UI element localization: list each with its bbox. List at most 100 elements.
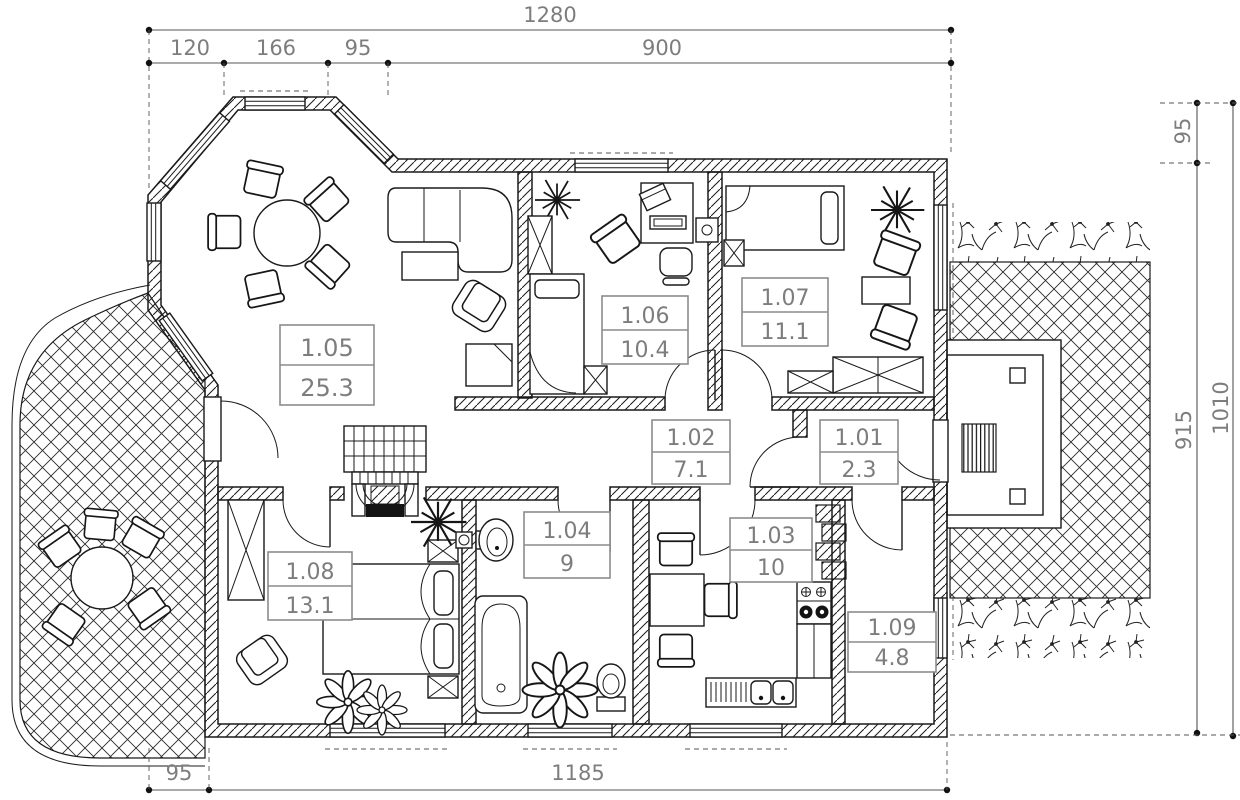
bathtub — [474, 595, 528, 714]
left-terrace — [11, 284, 206, 767]
kitchen-chair — [703, 580, 738, 620]
room-108 — [227, 496, 473, 736]
wardrobe — [832, 356, 924, 394]
office-chair — [659, 247, 693, 286]
nightstand — [723, 239, 745, 267]
room-id: 1.09 — [868, 616, 917, 641]
room-label-1-03: 1.03 10 — [729, 517, 813, 583]
terrace-chair — [81, 507, 120, 542]
nightstand — [427, 675, 459, 699]
dim-text: 95 — [1171, 118, 1195, 145]
kitchen-sink — [705, 677, 797, 708]
plant — [356, 684, 408, 736]
window-room107-right — [933, 203, 954, 312]
room-kitchen — [649, 504, 847, 708]
wardrobe — [527, 215, 553, 275]
window-bay-nw — [159, 111, 231, 191]
windows — [146, 90, 954, 750]
living-armchair — [448, 276, 510, 336]
desk — [638, 182, 694, 244]
room-id: 1.05 — [300, 334, 353, 362]
sink — [475, 518, 514, 562]
window-bay-left — [146, 202, 162, 262]
dim-text: 1185 — [551, 761, 604, 785]
dining-table — [253, 199, 321, 267]
bed-single — [529, 273, 585, 395]
room-id: 1.04 — [543, 519, 592, 544]
room-label-1-09: 1.09 4.8 — [847, 611, 937, 673]
room-label-1-08: 1.08 13.1 — [267, 551, 353, 621]
wardrobe — [227, 499, 265, 601]
chair — [869, 228, 923, 278]
entrance-doormat — [961, 423, 997, 473]
dim-top-segments: 120 166 95 900 — [145, 36, 955, 95]
room-id: 1.02 — [667, 426, 716, 451]
dining-chair — [240, 158, 285, 200]
coffee-table — [401, 251, 459, 281]
dining-chair — [241, 268, 286, 310]
room-area: 10 — [757, 556, 785, 581]
low-cabinet — [787, 370, 834, 394]
doors — [203, 349, 949, 556]
terrace-round-table — [70, 546, 134, 610]
plant — [869, 185, 926, 235]
water-heater — [455, 531, 473, 549]
room-area: 13.1 — [286, 594, 335, 619]
window-bay-ne — [333, 103, 395, 165]
room-area: 10.4 — [621, 338, 670, 363]
dim-text: 1010 — [1209, 381, 1233, 434]
door-room101-hall — [749, 436, 801, 488]
window-room108-bottom — [325, 723, 450, 750]
room-area: 4.8 — [875, 646, 910, 671]
kitchen-chair — [656, 633, 696, 668]
bed-single — [725, 185, 845, 251]
garden-shrub-strip-bottom — [950, 598, 1150, 658]
cabinet — [583, 365, 608, 395]
plant — [534, 179, 581, 221]
room-label-1-07: 1.07 11.1 — [741, 277, 829, 347]
dim-bottom: 95 1185 — [145, 742, 951, 794]
room-labels: 1.05 25.3 1.06 10.4 1.07 11.1 1.02 7.1 1… — [267, 277, 937, 673]
dim-text: 120 — [170, 36, 210, 60]
kitchen-table — [649, 573, 705, 627]
guest-chair — [588, 212, 645, 267]
chair — [868, 302, 922, 352]
room-label-1-04: 1.04 9 — [523, 511, 611, 579]
porch-post — [1009, 367, 1026, 384]
garden-shrub-strip-top — [950, 222, 1150, 262]
room-label-1-05: 1.05 25.3 — [279, 324, 375, 406]
room-id: 1.03 — [747, 524, 796, 549]
dim-text: 166 — [256, 36, 296, 60]
room-id: 1.07 — [761, 286, 810, 311]
bedroom-armchair — [232, 631, 292, 689]
door-room107 — [721, 349, 773, 401]
door-room108 — [282, 499, 331, 548]
room-106 — [527, 179, 719, 395]
dimension-lines: 1280 120 166 95 900 95 915 1010 — [145, 3, 1240, 794]
room-area: 7.1 — [674, 458, 709, 483]
pc-tower — [695, 217, 719, 243]
dim-text: 95 — [345, 36, 372, 60]
plant — [521, 651, 599, 729]
room-living — [207, 158, 513, 387]
room-label-1-01: 1.01 2.3 — [819, 419, 899, 485]
toilet — [596, 663, 626, 712]
kitchen-counter — [796, 623, 832, 679]
room-area: 25.3 — [300, 374, 353, 402]
window-terrace-diagonal — [158, 312, 214, 382]
door-room109 — [851, 499, 903, 551]
room-bathroom — [474, 518, 626, 729]
terrace-outer-curb — [11, 284, 205, 767]
side-table — [465, 343, 513, 387]
room-area: 2.3 — [842, 458, 877, 483]
dim-right: 95 915 1010 — [950, 99, 1240, 740]
room-label-1-06: 1.06 10.4 — [601, 295, 689, 365]
room-id: 1.06 — [621, 304, 670, 329]
window-bay-top — [240, 90, 310, 111]
porch-post — [1009, 488, 1026, 505]
bed-double — [322, 563, 460, 675]
dim-text: 900 — [642, 36, 682, 60]
room-107 — [723, 185, 926, 394]
dim-text: 915 — [1172, 410, 1196, 450]
nightstand — [427, 539, 459, 563]
